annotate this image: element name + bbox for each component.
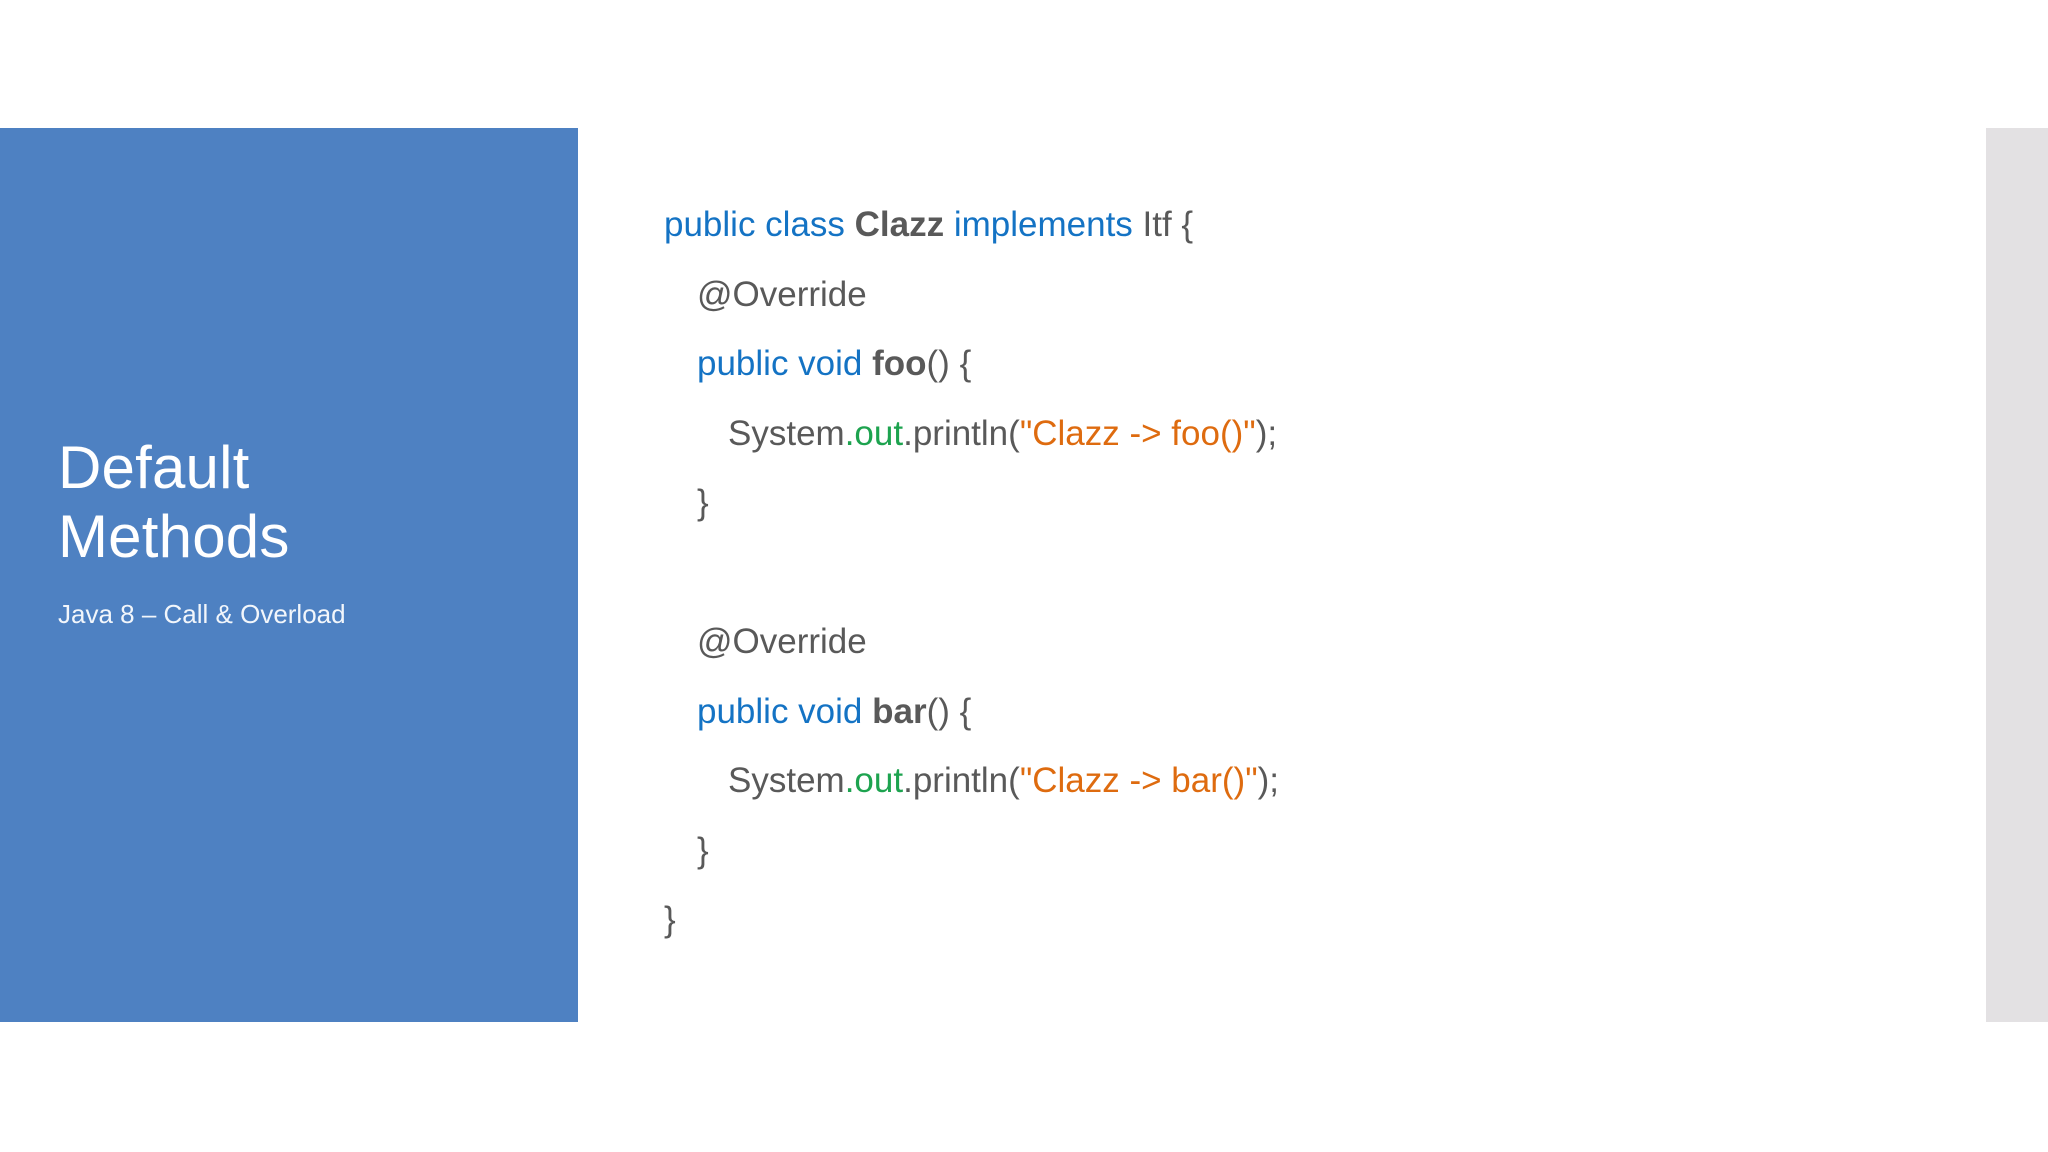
code-token-field: .out [844, 761, 904, 800]
code-line: } [664, 816, 1944, 886]
code-token-ident: foo [872, 344, 927, 383]
code-token-plain: Itf { [1132, 205, 1194, 244]
code-token-plain: System [728, 761, 845, 800]
code-token-field: .out [844, 413, 904, 453]
code-line: } [664, 468, 1944, 538]
code-token-ident: bar [872, 691, 927, 731]
code-token-plain: } [697, 830, 709, 870]
code-line: System.out.println("Clazz -> foo()"); [664, 399, 1944, 469]
code-token-plain: () { [926, 344, 972, 383]
code-token-plain: .println( [903, 761, 1020, 800]
code-token-kw: public class [664, 205, 855, 244]
code-line: @Override [664, 260, 1944, 330]
code-line: public void bar() { [664, 677, 1944, 747]
code-line: System.out.println("Clazz -> bar()"); [664, 746, 1944, 816]
code-token-plain: @Override [697, 274, 867, 314]
code-token-plain: System [728, 413, 845, 453]
code-line-blank [664, 538, 1944, 608]
code-line: public class Clazz implements Itf { [664, 190, 1944, 260]
code-line: @Override [664, 607, 1944, 677]
code-line: public void foo() { [664, 329, 1944, 399]
code-token-plain [944, 205, 954, 244]
title-block: Default Methods Java 8 – Call & Overload [58, 433, 528, 630]
code-token-ident: Clazz [854, 205, 945, 244]
code-token-plain: .println( [903, 413, 1020, 453]
code-token-kw: implements [953, 205, 1133, 244]
page-title: Default Methods [58, 434, 290, 570]
code-token-plain: } [697, 483, 709, 522]
code-token-plain: ); [1255, 413, 1278, 453]
code-token-plain: } [664, 900, 676, 939]
code-token-plain: () { [926, 691, 972, 731]
code-token-plain: @Override [697, 622, 867, 661]
code-token-kw: public void [697, 691, 873, 731]
title-panel: Default Methods Java 8 – Call & Overload [0, 128, 578, 1022]
code-listing: public class Clazz implements Itf { @Over… [664, 190, 1944, 955]
code-token-str: "Clazz -> foo()" [1019, 413, 1256, 453]
code-token-kw: public void [697, 344, 873, 383]
slide-subtitle: Java 8 – Call & Overload [58, 599, 346, 629]
code-token-plain: ); [1257, 761, 1280, 800]
code-token-str: "Clazz -> bar()" [1019, 761, 1258, 800]
right-edge-strip [1986, 128, 2048, 1022]
code-line: } [664, 885, 1944, 955]
